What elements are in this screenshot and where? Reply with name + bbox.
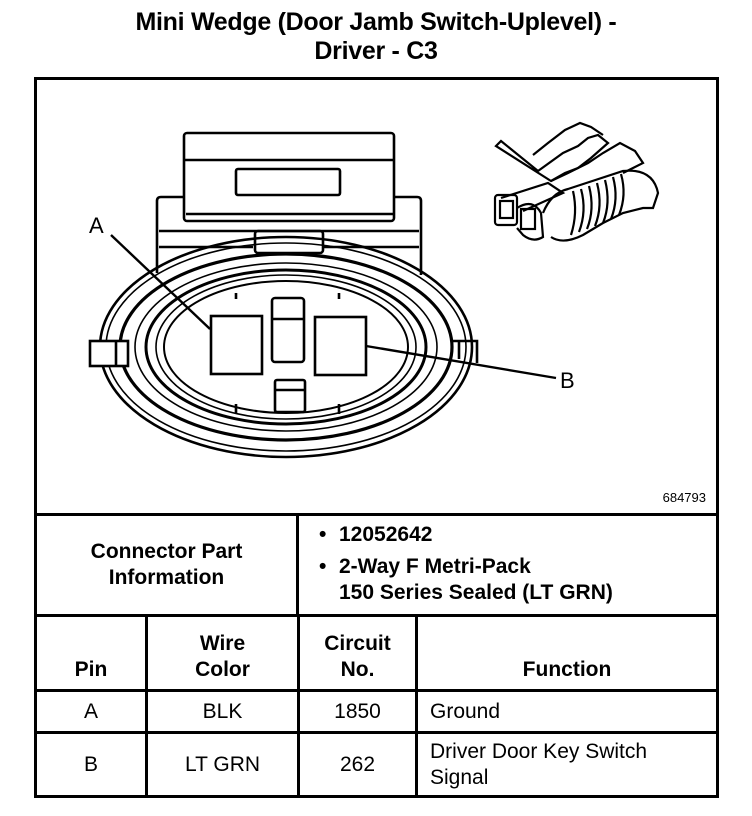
title-line-1: Mini Wedge (Door Jamb Switch-Uplevel) - [135, 8, 617, 36]
header-circuit-line-2: No. [340, 658, 375, 681]
function-line-1: Driver Door Key Switch [430, 739, 648, 763]
connector-description-line-1: 2-Way F Metri-Pack [339, 555, 531, 578]
connector-description-line-2: 150 Series Sealed (LT GRN) [339, 581, 613, 604]
pin-table-header: Pin Wire Color Circuit No. Function [34, 614, 719, 692]
header-pin: Pin [34, 614, 148, 692]
header-circuit-line-1: Circuit [324, 632, 391, 655]
connector-face-view-icon [88, 131, 557, 459]
table-row: B LT GRN 262 Driver Door Key Switch Sign… [34, 731, 719, 798]
connector-info-table: Connector Part Information 12052642 2-Wa… [34, 513, 719, 617]
callout-b-label: B [560, 368, 575, 393]
header-function: Function [415, 614, 719, 692]
header-wire-color-line-1: Wire [199, 632, 246, 655]
header-wire-color: Wire Color [145, 614, 300, 692]
wire-color-cell: LT GRN [145, 731, 300, 798]
connector-info-label-line-2: Information [108, 566, 225, 589]
connector-info-label: Connector Part Information [34, 513, 299, 617]
pin-cell: B [34, 731, 148, 798]
title-line-2: Driver - C3 [314, 37, 438, 65]
header-circuit-no: Circuit No. [297, 614, 418, 692]
connector-isometric-view-icon [493, 121, 660, 242]
table-row: A BLK 1850 Ground [34, 689, 719, 734]
connector-info-label-line-1: Connector Part [90, 540, 243, 563]
function-cell: Ground [415, 689, 719, 734]
connector-diagram: A B [88, 121, 660, 459]
connector-description: 2-Way F Metri-Pack 150 Series Sealed (LT… [319, 554, 716, 606]
function-cell: Driver Door Key Switch Signal [415, 731, 719, 798]
circuit-cell: 1850 [297, 689, 418, 734]
connector-info-values: 12052642 2-Way F Metri-Pack 150 Series S… [296, 513, 719, 617]
function-line-2: Signal [430, 765, 489, 789]
pin-table: Pin Wire Color Circuit No. Function A BL… [34, 614, 719, 798]
part-number: 12052642 [319, 522, 716, 548]
diagram-frame: A B 684793 [34, 77, 719, 513]
page-title: Mini Wedge (Door Jamb Switch-Uplevel) - … [0, 8, 752, 66]
pin-cell: A [34, 689, 148, 734]
figure-id: 684793 [662, 490, 706, 505]
function-line-1: Ground [430, 699, 501, 723]
circuit-cell: 262 [297, 731, 418, 798]
wire-color-cell: BLK [145, 689, 300, 734]
header-wire-color-line-2: Color [195, 658, 250, 681]
callout-a-label: A [89, 213, 104, 238]
